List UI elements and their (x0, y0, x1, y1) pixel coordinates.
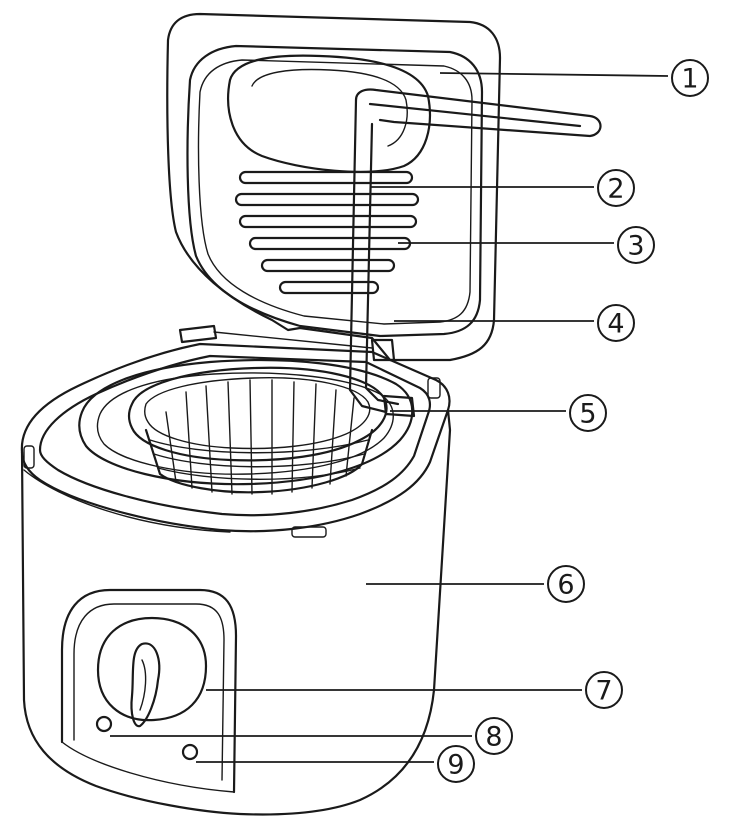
hinge-strip (213, 331, 373, 349)
callout-number-5: 5 (579, 399, 596, 430)
basket-handle (348, 88, 602, 418)
knob-grip-inner (139, 659, 147, 711)
callout-ring-1 (671, 59, 709, 97)
callout-line-1 (439, 72, 669, 77)
callout-number-9: 9 (447, 750, 464, 781)
handle-clip (382, 394, 416, 418)
callout-ring-2 (597, 169, 635, 207)
vent-slot (248, 236, 412, 251)
housing-clip (23, 445, 35, 469)
lid-inner-rim (186, 44, 484, 338)
control-panel (60, 588, 238, 794)
knob-grip[interactable] (130, 642, 161, 728)
callout-number-3: 3 (627, 231, 644, 262)
callout-number-1: 1 (681, 64, 698, 95)
vent-slot (260, 258, 396, 273)
pot-opening-inner (96, 372, 394, 475)
control-panel-recess-inner (73, 603, 225, 781)
callout-ring-9 (437, 745, 475, 783)
callout-numbers: 1 2 3 4 5 6 7 8 9 (437, 59, 709, 783)
basket-rim (127, 366, 388, 462)
housing-body-edge (23, 469, 231, 533)
basket-mesh (149, 379, 369, 495)
vent-slot (238, 214, 418, 229)
handle-arm (348, 98, 388, 414)
hinge-left (178, 324, 218, 344)
callout-number-8: 8 (485, 722, 502, 753)
lid-hinge (178, 324, 396, 362)
basket-rim-inner (143, 377, 371, 450)
frying-basket (127, 366, 388, 495)
housing-clip (291, 526, 327, 538)
housing-top-rim-inner (38, 354, 431, 517)
callout-number-4: 4 (607, 309, 624, 340)
handle-grip-inner (368, 102, 582, 128)
callout-ring-3 (617, 226, 655, 264)
housing-top-rim (20, 342, 451, 533)
vent-slot (234, 192, 420, 207)
callout-number-6: 6 (557, 570, 574, 601)
knob-dial[interactable] (96, 616, 208, 722)
callout-lines (110, 72, 669, 763)
callout-ring-8 (475, 717, 513, 755)
callout-ring-5 (569, 394, 607, 432)
temperature-knob[interactable] (96, 616, 208, 728)
callout-ring-4 (597, 304, 635, 342)
vent-slot (238, 170, 414, 185)
ready-indicator-light (181, 743, 199, 761)
control-panel-recess (60, 588, 238, 794)
handle-arm-2 (364, 122, 400, 406)
housing-clip (427, 377, 441, 399)
callout-ring-7 (585, 671, 623, 709)
lid-window (227, 54, 432, 173)
handle-grip (354, 88, 602, 138)
lid-inner-rim-2 (197, 59, 473, 325)
callout-number-2: 2 (607, 174, 624, 205)
housing (20, 342, 452, 816)
vent-slot (278, 280, 380, 295)
lid-window-inner (251, 68, 408, 147)
lid-vent-grille (234, 170, 420, 295)
pot-opening-outer (78, 358, 414, 486)
callout-number-7: 7 (595, 676, 612, 707)
callout-ring-6 (547, 565, 585, 603)
power-indicator-light (95, 715, 113, 733)
control-panel-base (61, 741, 235, 793)
housing-body (20, 408, 452, 816)
